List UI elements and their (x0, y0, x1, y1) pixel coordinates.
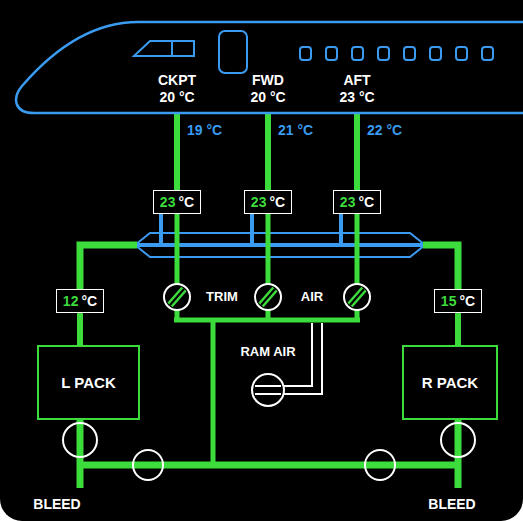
cabin-fuselage: CKPT20 °CFWD20 °CAFT23 °C (0, 14, 523, 114)
cabin-window (378, 47, 389, 60)
pack-unit: R PACK (402, 345, 498, 420)
supply-duct (174, 114, 180, 190)
ram-air-valve-disc (255, 386, 281, 394)
temp-value: 15 (441, 293, 457, 309)
supply-duct (77, 313, 83, 345)
mix-duct (80, 214, 252, 289)
temp-unit: °C (178, 194, 194, 210)
zone-reading: 23 °C (339, 89, 374, 105)
duct-temp: 19 °C (185, 122, 224, 138)
cabin-window (456, 47, 467, 60)
bleed-valve (63, 423, 97, 457)
trim-air-line (174, 208, 360, 465)
zone-reading: FWD (252, 72, 284, 88)
pack-unit: L PACK (37, 345, 140, 420)
zone-supply-box: 23°C (153, 190, 201, 214)
duct-temp: 21 °C (276, 122, 315, 138)
temp-value: 23 (160, 194, 176, 210)
valve-label: TRIM (204, 290, 240, 305)
temp-unit: °C (269, 194, 285, 210)
zone-reading: AFT (343, 72, 370, 88)
cabin-window (352, 47, 363, 60)
trim-valve-disc (350, 289, 364, 305)
pack-outlet-box: 12°C (56, 289, 104, 313)
source-label: BLEED (426, 496, 477, 512)
zone-supply-box: 23°C (333, 190, 381, 214)
fuselage-line (16, 22, 523, 113)
zone-reading: 20 °C (159, 89, 194, 105)
supply-duct (354, 114, 360, 190)
temp-value: 12 (63, 293, 79, 309)
valve-label: RAM AIR (238, 345, 297, 360)
crossbleed-valve (365, 450, 395, 480)
temp-unit: °C (81, 293, 97, 309)
supply-duct (455, 313, 461, 345)
temp-value: 23 (251, 194, 267, 210)
zone-reading: CKPT (158, 72, 196, 88)
trim-valve (164, 284, 190, 310)
pack-name: L PACK (61, 374, 115, 391)
trim-valve (344, 284, 370, 310)
cabin-window (482, 47, 493, 60)
source-label: BLEED (31, 496, 82, 512)
cockpit-window (134, 41, 194, 56)
zone-supply-box: 23°C (244, 190, 292, 214)
supply-duct (265, 114, 271, 190)
pack-outlet-duct (80, 245, 137, 292)
duct-temp: 22 °C (365, 122, 404, 138)
bleed-valve (441, 423, 475, 457)
pack-name: R PACK (422, 374, 478, 391)
pack-outlet-box: 15°C (434, 289, 482, 313)
trim-valve (255, 284, 281, 310)
ram-air-valve (252, 374, 284, 406)
mix-duct (161, 214, 458, 289)
cabin-window (404, 47, 415, 60)
cabin-door (219, 31, 247, 73)
trim-valve-disc (170, 289, 184, 305)
temp-unit: °C (358, 194, 374, 210)
cabin-window (430, 47, 441, 60)
bleed-line (77, 418, 461, 488)
cabin-window (326, 47, 337, 60)
trim-valve-disc (170, 289, 184, 305)
crossbleed-valve (133, 450, 163, 480)
pack-outlet-duct (423, 245, 458, 292)
temp-unit: °C (459, 293, 475, 309)
trim-valve-disc (261, 289, 275, 305)
trim-valve-disc (261, 289, 275, 305)
mix-duct (80, 214, 161, 289)
temp-value: 23 (340, 194, 356, 210)
cabin-window (300, 47, 311, 60)
mix-duct (80, 214, 341, 289)
valve-label: AIR (299, 290, 325, 305)
zone-reading: 20 °C (250, 89, 285, 105)
trim-valve-disc (350, 289, 364, 305)
